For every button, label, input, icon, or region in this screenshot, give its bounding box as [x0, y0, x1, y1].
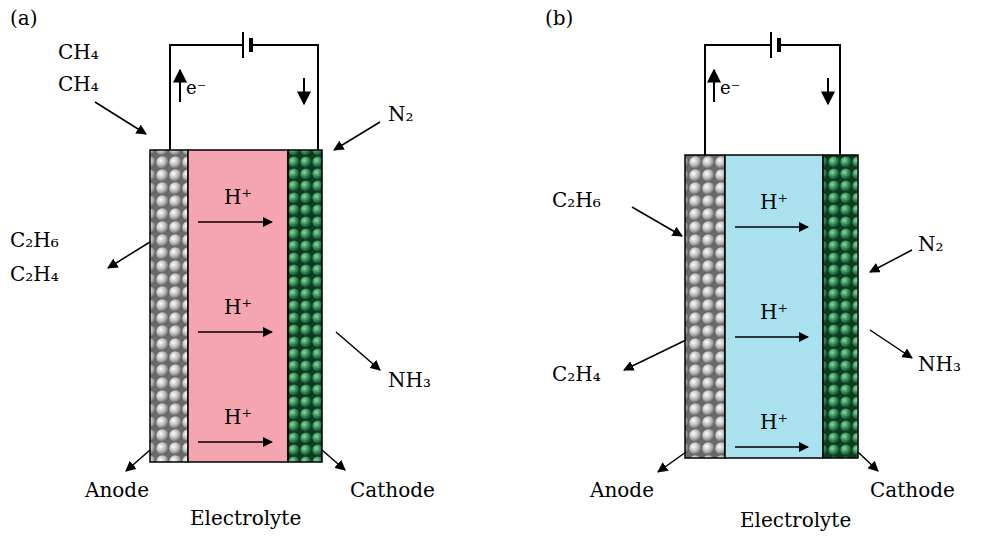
product-arrow	[336, 332, 380, 370]
electron-arrow	[179, 70, 181, 102]
part-label: CH₄	[58, 72, 99, 96]
proton-arrow	[735, 226, 808, 228]
leader-arrow	[658, 452, 686, 472]
feed-arrow	[870, 250, 912, 272]
proton-arrow	[198, 221, 272, 223]
ion-label: H⁺	[725, 300, 823, 324]
current-arrow	[827, 78, 829, 104]
part-label: NH₃	[388, 368, 431, 392]
ion-label: H⁺	[188, 405, 288, 429]
proton-arrow	[735, 336, 808, 338]
cathode-layer	[823, 155, 858, 458]
part-label: e⁻	[720, 76, 740, 100]
current-arrow	[303, 78, 305, 104]
product-arrow	[108, 242, 150, 268]
part-label: Anode	[85, 478, 149, 502]
part-label: N₂	[918, 232, 944, 256]
proton-arrow	[735, 446, 808, 448]
part-label: Electrolyte	[740, 508, 851, 532]
part-label: C₂H₄	[552, 362, 601, 386]
ion-label: H⁺	[725, 410, 823, 434]
ion-label: H⁺	[188, 295, 288, 319]
product-arrow	[624, 340, 686, 370]
feed-arrow	[632, 207, 682, 236]
wire	[170, 45, 318, 150]
electron-arrow	[713, 70, 715, 102]
electrolyte-layer	[725, 155, 823, 458]
part-label: e⁻	[186, 76, 206, 100]
panel-a	[95, 32, 380, 471]
part-label: (b)	[545, 6, 573, 30]
part-label: C₂H₄	[10, 262, 59, 286]
anode-layer	[150, 150, 188, 462]
wire	[705, 45, 840, 155]
proton-arrow	[198, 331, 272, 333]
feed-arrow	[95, 102, 146, 134]
part-label: C₂H₆	[10, 228, 59, 252]
electrolyte-band: H⁺ H⁺ H⁺	[725, 155, 823, 458]
ion-label: H⁺	[188, 185, 288, 209]
part-label: Cathode	[350, 478, 435, 502]
panel-b	[624, 32, 912, 472]
electrolyte-layer	[188, 150, 288, 462]
product-arrow	[870, 330, 912, 358]
part-label: NH₃	[918, 352, 961, 376]
leader-arrow	[126, 450, 150, 471]
part-label: (a)	[10, 6, 38, 30]
proton-arrow	[198, 441, 272, 443]
ion-label: H⁺	[725, 190, 823, 214]
battery-short-plate	[249, 38, 253, 52]
part-label: N₂	[388, 102, 414, 126]
part-label: Anode	[590, 478, 654, 502]
anode-layer	[685, 155, 725, 458]
part-label: Cathode	[870, 478, 955, 502]
part-label: CH₄	[58, 40, 99, 64]
leader-arrow	[858, 452, 878, 471]
electrolyte-band: H⁺ H⁺ H⁺	[188, 150, 288, 462]
battery-long-plate	[770, 32, 772, 58]
part-label: C₂H₆	[552, 188, 601, 212]
cathode-layer	[288, 150, 322, 462]
leader-arrow	[322, 450, 345, 470]
part-label: Electrolyte	[190, 506, 301, 530]
feed-arrow	[334, 122, 380, 150]
battery-short-plate	[777, 38, 781, 52]
battery-long-plate	[242, 32, 244, 58]
